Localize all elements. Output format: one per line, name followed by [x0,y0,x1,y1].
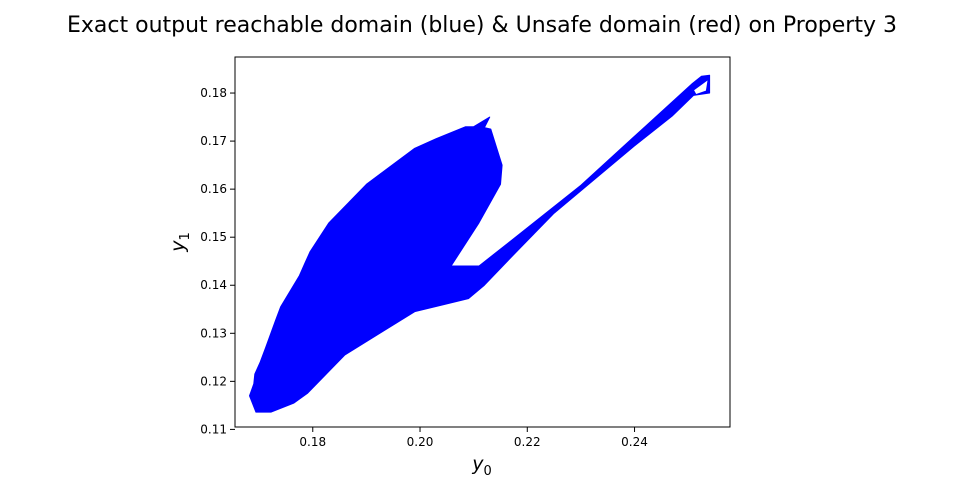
y-tick-label: 0.18 [200,86,227,100]
plot-frame [234,56,731,428]
x-axis-label-base: y [471,453,484,475]
x-axis-label: y0 [471,453,492,479]
x-tick-label: 0.20 [407,435,434,449]
reachable-domain-polygon [249,74,711,413]
x-tick-label: 0.24 [621,435,648,449]
y-tick-label: 0.16 [200,182,227,196]
y-tick-label: 0.14 [200,278,227,292]
y-tick-label: 0.15 [200,230,227,244]
domain-gap [694,80,708,94]
y-tick-label: 0.13 [200,326,227,340]
y-axis-label: y1 [167,232,193,253]
y-axis-label-subscript: 1 [178,232,193,240]
y-axis-label-group: y1 [167,232,193,253]
plot-area [249,74,711,413]
x-axis-ticks: 0.18 0.20 0.22 0.24 [299,427,648,449]
y-axis-label-base: y [167,240,189,253]
y-axis-ticks: 0.11 0.12 0.13 0.14 0.15 0.16 0.17 0.18 [200,86,235,436]
y-tick-label: 0.17 [200,134,227,148]
y-tick-label: 0.12 [200,374,227,388]
x-axis-label-subscript: 0 [483,464,491,479]
chart-title: Exact output reachable domain (blue) & U… [67,13,897,38]
domain-gap [664,100,696,134]
x-tick-label: 0.22 [514,435,541,449]
y-tick-label: 0.11 [200,422,227,436]
x-tick-label: 0.18 [299,435,326,449]
